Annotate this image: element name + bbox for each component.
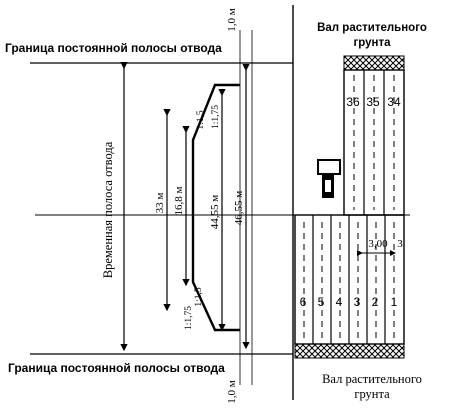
top-soil-label-1: Вал растительного (317, 22, 427, 34)
lane-6: 6 (300, 295, 307, 309)
top-offset-label: 1,0 м (226, 8, 238, 32)
top-soil-berm (343, 55, 405, 71)
top-boundary-label: Граница постоянной полосы отвода (5, 41, 222, 55)
slope-bottom-2: 1:1,75 (184, 306, 194, 330)
top-soil-label-2: грунта (353, 37, 391, 49)
slope-top-2: 1:1,75 (211, 105, 221, 129)
dim-44-55-label: 44,55 м (209, 195, 221, 230)
slope-bottom-1: 1:1,5 (194, 287, 204, 307)
temp-strip-label: Временная полоса отвода (101, 141, 115, 278)
dim-33-label: 33 м (154, 193, 166, 214)
lane-1: 1 (391, 295, 398, 309)
gap-label: 3,00 (368, 238, 388, 250)
roller-icon (317, 159, 341, 198)
lane-3: 3 (354, 295, 361, 309)
lane-34: 34 (387, 95, 401, 109)
embankment-outline (191, 83, 240, 332)
lane-2: 2 (372, 295, 379, 309)
lane-36: 36 (346, 95, 360, 109)
slope-top-1: 1:1,5 (196, 110, 206, 130)
dim-46-55-label: 46,55 м (233, 191, 245, 226)
bottom-soil-label-1: Вал растительного (322, 372, 422, 386)
bottom-offset-label: 1,0 м (226, 380, 238, 404)
bottom-soil-berm (294, 343, 405, 359)
gap-tail-label: 3 (397, 238, 403, 250)
bottom-boundary-label: Граница постоянной полосы отвода (8, 361, 225, 375)
lane-5: 5 (318, 295, 325, 309)
dim-16-8-label: 16,8 м (173, 186, 185, 215)
bottom-soil-label-2: грунта (354, 387, 390, 401)
lane-35: 35 (366, 95, 380, 109)
lane-4: 4 (336, 295, 343, 309)
